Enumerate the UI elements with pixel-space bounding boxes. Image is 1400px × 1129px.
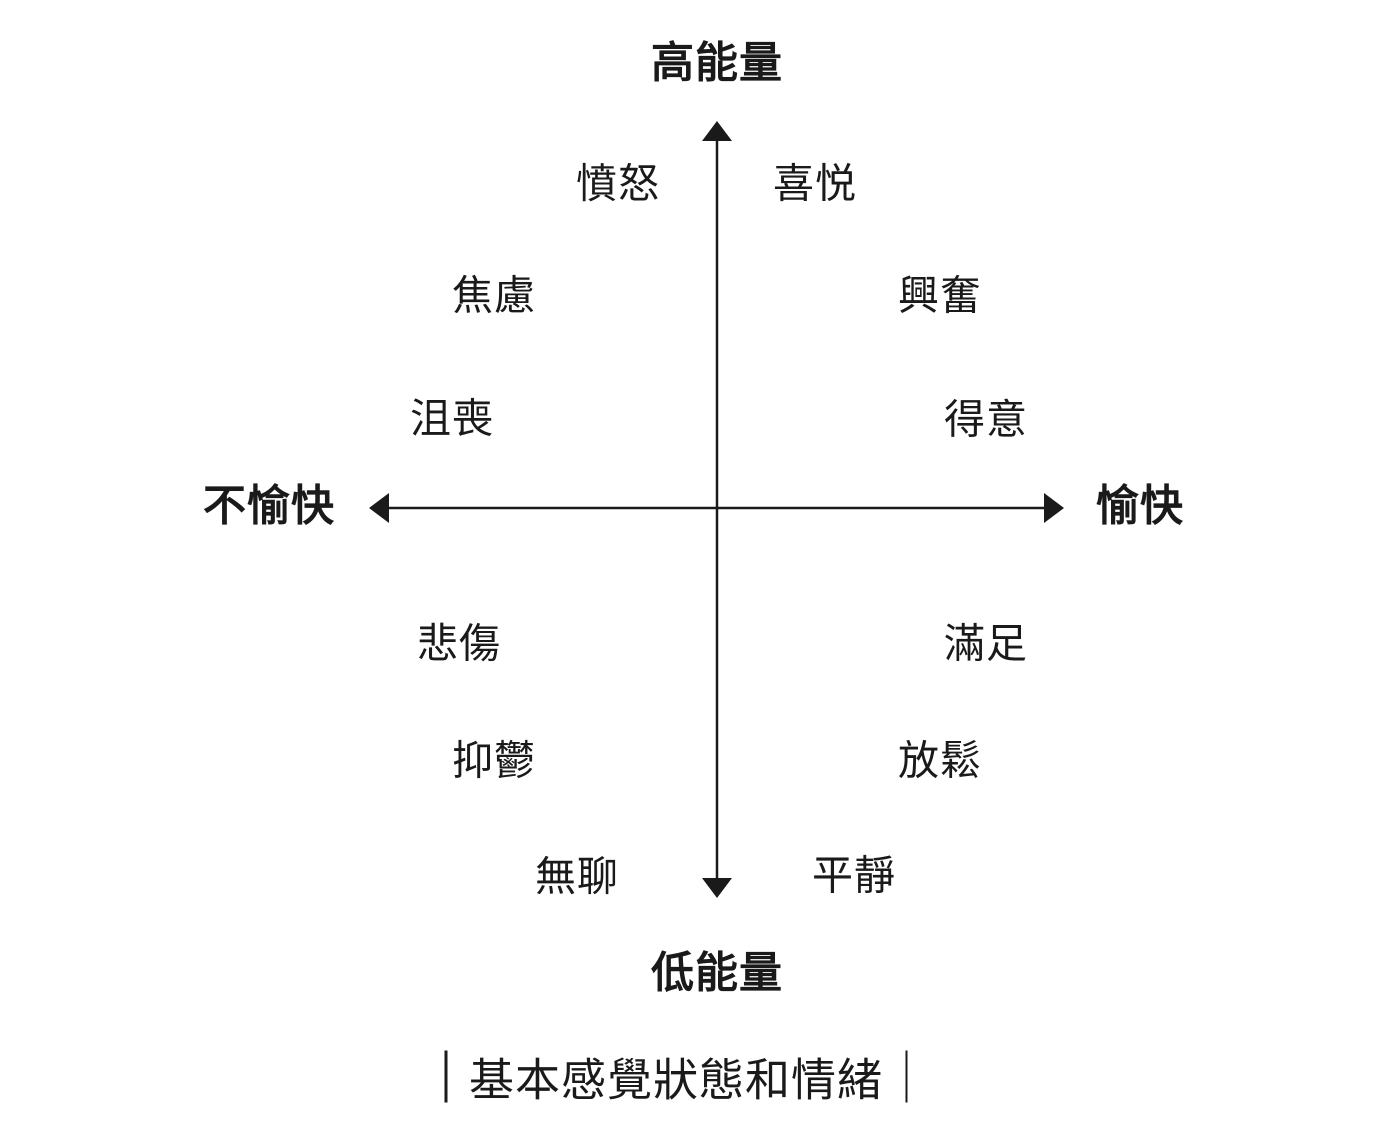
emotion-label-boredom: 無聊 [535,853,619,900]
emotion-label-depression: 抑鬱 [452,737,536,784]
emotion-label-calm: 平靜 [812,852,896,899]
axis-label-unpleasant: 不愉快 [203,482,335,531]
diagram-caption: 基本感覺狀態和情緒 [444,1044,908,1109]
arrow-down-icon [702,878,732,898]
axis-label-high-energy: 高能量 [651,39,783,88]
caption-bar-right [905,1050,908,1102]
caption-text: 基本感覺狀態和情緒 [468,1054,884,1106]
emotion-label-anxiety: 焦慮 [452,272,536,319]
axis-label-low-energy: 低能量 [651,949,783,998]
emotion-label-anger: 憤怒 [576,160,660,207]
emotion-label-pride: 得意 [944,396,1028,443]
emotion-label-frustration: 沮喪 [410,395,494,442]
arrow-right-icon [1044,493,1064,523]
emotion-label-sadness: 悲傷 [417,620,501,667]
arrow-left-icon [369,493,389,523]
emotion-label-excitement: 興奮 [898,272,982,319]
axis-label-pleasant: 愉快 [1096,482,1184,531]
arrow-up-icon [702,121,732,141]
caption-bar-left [444,1050,447,1102]
emotion-label-relaxation: 放鬆 [898,737,982,784]
emotion-label-joy: 喜悦 [773,160,857,207]
emotion-label-satisfaction: 滿足 [944,620,1028,667]
